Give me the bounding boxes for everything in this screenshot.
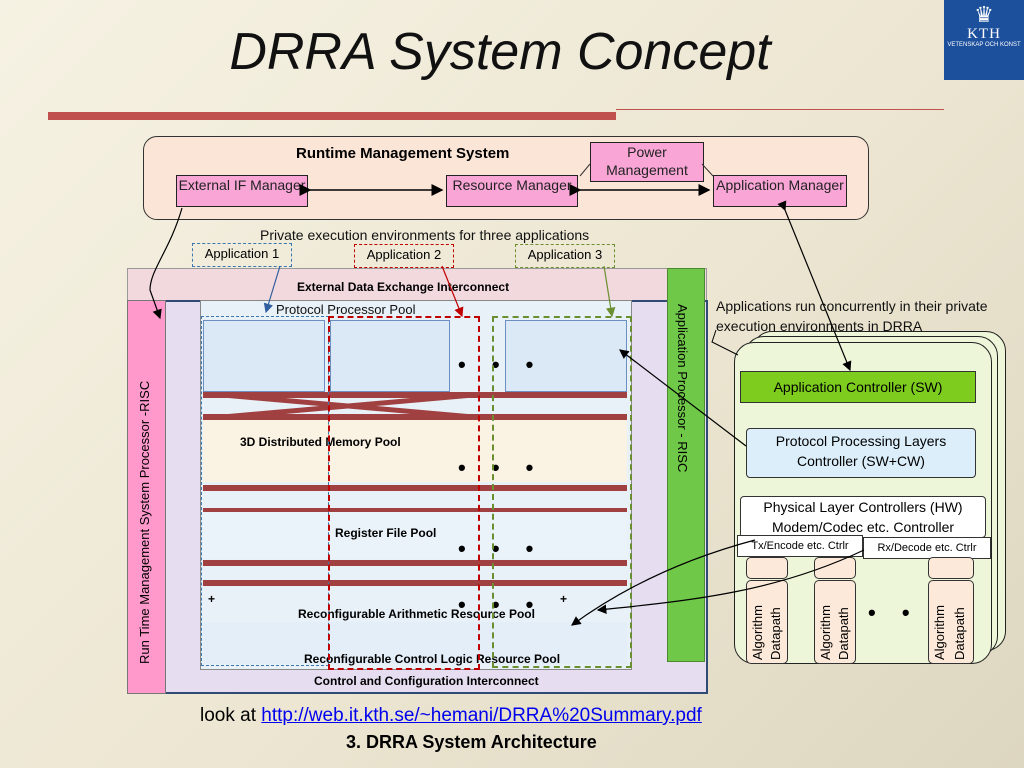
logo-subtext: VETENSKAP OCH KONST <box>947 42 1021 48</box>
env-app3-region <box>492 316 632 668</box>
env-app2-region <box>328 316 480 670</box>
rx-controller-box: Rx/Decode etc. Ctrlr <box>863 537 991 559</box>
arrow-app1 <box>263 265 281 314</box>
power-link-line <box>579 163 591 177</box>
datapath-column <box>928 580 974 664</box>
datapath-top <box>928 557 974 579</box>
runtime-risc-bar <box>127 300 166 694</box>
arrow-app3 <box>603 265 616 318</box>
slide-title: DRRA System Concept <box>229 23 771 81</box>
application-controller-box: Application Controller (SW) <box>740 371 976 403</box>
external-if-manager-box: External IF Manager <box>176 175 308 207</box>
footer-look-at: look at <box>200 705 256 726</box>
pool-ellipsis: • • • <box>458 455 544 480</box>
tx-controller-box: Tx/Encode etc. Ctrlr <box>737 535 863 557</box>
logo-text: KTH <box>967 26 1001 42</box>
datapath-top <box>746 557 788 579</box>
application-risc-bar <box>667 268 705 662</box>
protocol-controller-box: Protocol Processing Layers Controller (S… <box>746 428 976 478</box>
env-caption: Private execution environments for three… <box>260 227 590 243</box>
resource-manager-box: Resource Manager <box>446 175 578 207</box>
interconnect-bar <box>203 414 627 420</box>
crossbar-line <box>222 392 474 420</box>
application-3-box: Application 3 <box>515 244 615 268</box>
protocol-cluster-2 <box>330 320 450 392</box>
ext-interconnect-label: External Data Exchange Interconnect <box>297 280 510 294</box>
summary-pdf-link[interactable]: http://web.it.kth.se/~hemani/DRRA%20Summ… <box>261 705 702 726</box>
figure-caption: 3. DRRA System Architecture <box>346 732 597 752</box>
arrow-appmgr-appctrl <box>777 200 852 372</box>
datapath-column <box>814 580 856 664</box>
control-logic-pool <box>203 622 627 664</box>
pool-ellipsis: • • • <box>458 592 544 617</box>
physical-controller-box: Physical Layer Controllers (HW) Modem/Co… <box>740 496 986 538</box>
crossbar <box>222 392 474 420</box>
title-divider-thin <box>616 109 944 110</box>
register-file-pool <box>203 512 627 558</box>
power-management-box: Power Management <box>590 142 704 182</box>
protocol-cluster-3 <box>505 320 627 392</box>
pool-ellipsis: • • • <box>458 352 544 377</box>
register-pool-label: Register File Pool <box>335 526 437 540</box>
memory-pool-label: 3D Distributed Memory Pool <box>240 435 401 449</box>
protocol-pool-label: Protocol Processor Pool <box>276 302 416 317</box>
pool-ellipsis: • • • <box>458 536 544 561</box>
arrow-extif-risc <box>149 207 183 320</box>
application-1-box: Application 1 <box>192 243 292 267</box>
arith-pool-label: Reconfigurable Arithmetic Resource Pool <box>298 607 535 621</box>
control-pool-label: Reconfigurable Control Logic Resource Po… <box>304 652 561 666</box>
interconnect-bar <box>203 560 627 566</box>
datapath-column <box>746 580 788 664</box>
kth-logo: ♛ KTH VETENSKAP OCH KONST <box>944 0 1024 80</box>
power-link-line <box>701 163 714 177</box>
application-risc-label: Application Processor - RISC <box>675 304 690 473</box>
application-2-box: Application 2 <box>354 244 454 268</box>
interconnect-bar <box>203 580 627 586</box>
arrow-proto-ctrl <box>619 349 747 447</box>
protocol-cluster-1 <box>203 320 325 392</box>
alu-plus-sign: + <box>560 592 568 606</box>
alu-plus-sign: + <box>208 592 216 606</box>
interconnect-bar <box>203 508 627 514</box>
title-divider <box>48 112 616 120</box>
memory-pool <box>203 420 627 482</box>
interconnect-bar <box>203 485 627 491</box>
ctrl-interconnect-label: Control and Configuration Interconnect <box>314 674 539 688</box>
note-callout-line <box>711 329 739 356</box>
arrow-app2 <box>441 265 464 318</box>
rms-title: Runtime Management System <box>296 145 510 162</box>
arrow-tx-control <box>571 539 756 626</box>
arrow-rx-arith <box>596 549 865 614</box>
interconnect-bar <box>203 392 627 398</box>
crown-icon: ♛ <box>974 2 994 27</box>
footer-line: look at http://web.it.kth.se/~hemani/DRR… <box>200 705 702 727</box>
datapath-top <box>814 557 856 579</box>
